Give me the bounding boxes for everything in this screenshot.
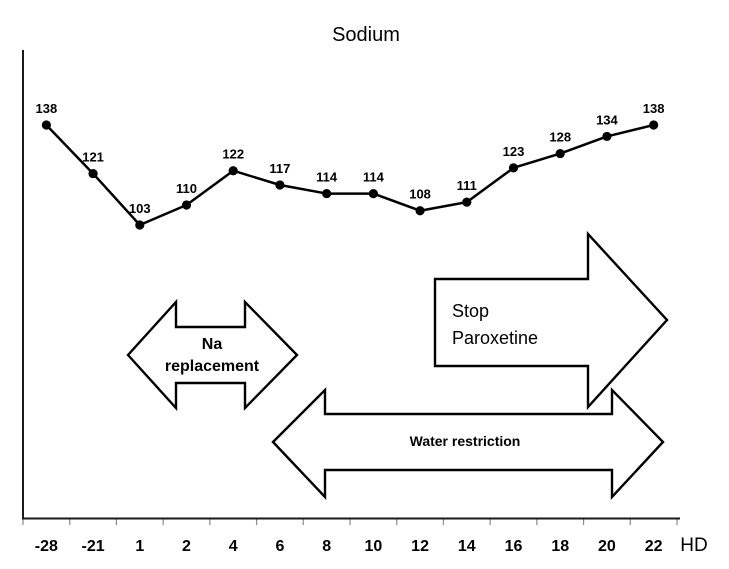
data-point <box>508 163 519 173</box>
data-point <box>368 188 378 199</box>
annotation-stop-paroxetine: Stop Paroxetine <box>433 230 669 411</box>
data-point <box>88 168 98 179</box>
na-replacement-double-arrow-shape <box>126 298 299 412</box>
data-point <box>602 131 612 142</box>
sodium-line-series <box>41 120 659 230</box>
data-point <box>228 166 238 176</box>
data-point <box>181 200 192 210</box>
x-axis-tick-label: 2 <box>182 538 191 555</box>
data-point-label: 110 <box>176 181 197 196</box>
data-point <box>135 220 145 230</box>
data-point-label: 114 <box>363 170 385 185</box>
x-axis-tick-label: 10 <box>364 538 382 555</box>
data-point <box>555 148 565 159</box>
x-axis-tick-label: 4 <box>229 538 238 555</box>
x-axis-tick-label: -21 <box>82 538 105 555</box>
stop-paroxetine-label-line1: Stop <box>452 301 489 321</box>
data-point <box>41 120 51 130</box>
chart-title: Sodium <box>332 24 400 46</box>
x-axis-tick-label: 16 <box>505 538 523 555</box>
data-point <box>649 120 659 130</box>
data-point-label: 108 <box>409 187 431 202</box>
data-point-label: 138 <box>36 101 58 116</box>
x-axis-tick-label: 14 <box>458 538 476 555</box>
data-point-label: 114 <box>316 170 338 185</box>
x-axis-tick-label: 8 <box>322 538 331 555</box>
annotation-water-restriction: Water restriction <box>271 387 665 501</box>
x-axis-unit-label: HD <box>680 535 707 556</box>
x-axis-tick-label: 22 <box>645 538 663 555</box>
data-point-label: 103 <box>129 201 151 216</box>
x-axis-tick-label: 12 <box>411 538 429 555</box>
na-replacement-label-line2: replacement <box>165 358 260 375</box>
sodium-series-line <box>45 123 654 227</box>
data-point-label: 117 <box>269 161 290 176</box>
data-point-label: 111 <box>457 178 477 193</box>
data-point-label: 138 <box>643 101 665 116</box>
data-point <box>462 197 472 207</box>
x-axis-tick-label: -28 <box>35 538 58 555</box>
water-restriction-double-arrow-shape <box>271 387 665 501</box>
data-point <box>275 180 285 190</box>
annotation-na-replacement: Na replacement <box>126 298 299 412</box>
na-replacement-label-line1: Na <box>202 336 223 353</box>
point-value-labels: 138 121 103 110 122 117 114 114 108 111 123 128 134 1… <box>36 101 665 216</box>
water-restriction-label: Water restriction <box>410 433 521 449</box>
data-point-label: 128 <box>549 130 571 145</box>
x-axis-tick-label: 18 <box>551 538 569 555</box>
data-point <box>322 188 332 199</box>
axes <box>22 50 680 525</box>
data-point-label: 123 <box>503 144 525 159</box>
data-point-label: 134 <box>596 112 618 127</box>
x-axis-tick-label: 20 <box>598 538 616 555</box>
x-axis-tick-label: 6 <box>275 538 284 555</box>
data-point <box>415 206 425 216</box>
stop-paroxetine-label-line2: Paroxetine <box>452 328 538 348</box>
x-axis-tick-label: 1 <box>135 538 144 555</box>
data-point-label: 121 <box>82 150 104 165</box>
data-point-label: 122 <box>222 147 244 162</box>
stop-paroxetine-right-arrow-shape <box>433 230 669 411</box>
